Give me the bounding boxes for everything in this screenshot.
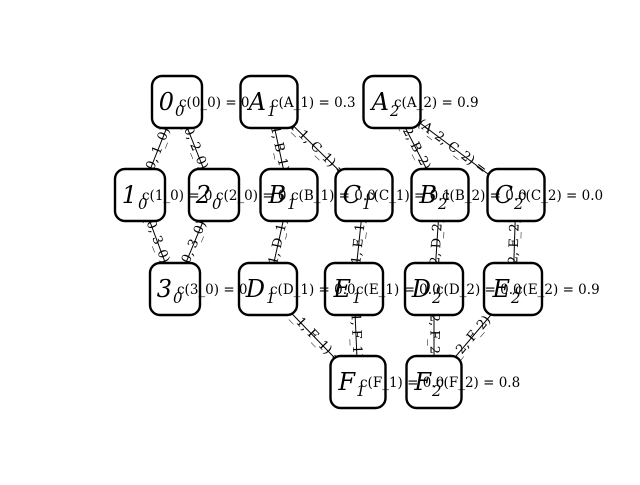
node-subscript: 2	[431, 289, 442, 307]
cost-label-f-1: c(F_1) = 0.0	[360, 375, 444, 391]
node-letter: 2	[195, 181, 211, 209]
node-box	[482, 261, 544, 317]
cost-label-a-1: c(A_1) = 0.3	[271, 95, 356, 111]
node-letter: F	[413, 368, 432, 396]
cost-label-e-1: c(E_1) = 0.0	[356, 282, 441, 298]
cost-label-d-2: c(D_2) = 0.0	[436, 282, 522, 298]
node-subscript: 1	[362, 195, 372, 213]
node-letter: E	[491, 275, 510, 303]
node-box	[323, 261, 385, 317]
node-letter: A	[370, 88, 389, 116]
node-letter: 0	[159, 88, 174, 116]
node-box	[334, 167, 394, 223]
node-box	[405, 354, 463, 410]
cost-label-e-2: c(E_2) = 0.9	[515, 282, 600, 298]
node-subscript: 2	[437, 195, 448, 213]
node-subscript: 1	[266, 289, 276, 307]
node-letter: B	[267, 181, 286, 209]
cost-label-c-2: c(C_2) = 0.0	[518, 188, 603, 204]
node-subscript: 1	[356, 382, 366, 400]
node-subscript: 2	[510, 289, 521, 307]
node-letter: D	[245, 275, 265, 303]
node-box	[403, 261, 465, 317]
cost-label-b-2: c(B_2) = 0.0	[442, 188, 527, 204]
node-subscript: 1	[267, 102, 277, 120]
node-letter: C	[495, 181, 513, 209]
node-box	[187, 167, 241, 223]
node-box	[113, 167, 167, 223]
cost-label-c-1: c(C_1) = 0.1	[366, 188, 451, 204]
edge-labels-layer: c(0_0, 1_0) = 0c(0_0, 2_0) = 0c(1_0, 3_0…	[133, 97, 523, 386]
node-subscript: 0	[173, 289, 183, 307]
node-subscript: 0	[212, 195, 222, 213]
node-subscript: 1	[287, 195, 297, 213]
node-letter: 3	[157, 275, 172, 303]
cost-label-b-1: c(B_1) = 0.0	[291, 188, 376, 204]
node-box	[148, 261, 202, 317]
cost-label-d-1: c(D_1) = 0.0	[270, 282, 356, 298]
node-subscript: 2	[389, 102, 400, 120]
cost-label-f-2: c(F_2) = 0.8	[436, 375, 520, 391]
node-subscript: 0	[138, 195, 148, 213]
node-subscript: 1	[352, 289, 362, 307]
node-box	[329, 354, 387, 410]
cost-label-1-0: c(1_0) = 0	[142, 188, 213, 204]
node-box	[486, 167, 546, 223]
cost-label-2-0: c(2_0) = 0	[216, 188, 287, 204]
node-letter: D	[411, 275, 431, 303]
node-letter: B	[418, 181, 437, 209]
node-box	[362, 74, 422, 130]
node-subscript: 0	[175, 102, 185, 120]
cost-label-0-0: c(0_0) = 0	[179, 95, 250, 111]
node-letter: C	[343, 181, 361, 209]
node-letter: F	[337, 368, 356, 396]
node-letter: 1	[122, 181, 137, 209]
node-subscript: 2	[431, 382, 442, 400]
cost-label-a-2: c(A_2) = 0.9	[394, 95, 479, 111]
node-box	[239, 74, 299, 130]
node-box	[150, 74, 204, 130]
node-letter: E	[332, 275, 351, 303]
node-letter: A	[247, 88, 266, 116]
node-box	[410, 167, 470, 223]
node-box	[259, 167, 319, 223]
cost-label-3-0: c(3_0) = 0	[177, 282, 248, 298]
cost-labels-layer: c(0_0) = 0 c(A_1) = 0.3 c(A_2) = 0.9 c(1_0)…	[142, 95, 603, 391]
node-box	[237, 261, 299, 317]
node-subscript: 2	[513, 195, 524, 213]
